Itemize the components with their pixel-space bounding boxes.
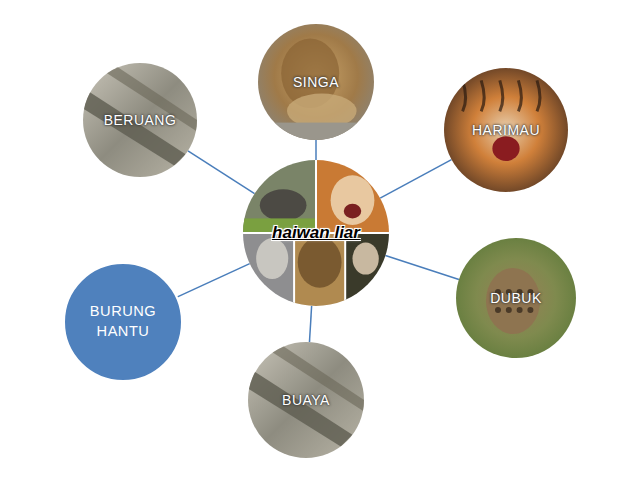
animal-photo-circle: BUAYA (248, 342, 364, 458)
connector-line (309, 306, 311, 342)
node-label: DUBUK (490, 289, 542, 308)
node-label: HARIMAU (472, 121, 540, 140)
connector-line (177, 264, 249, 297)
connector-line (380, 160, 451, 199)
node-label: BURUNG HANTU (75, 302, 171, 341)
connector-line (188, 151, 255, 194)
node-label: BUAYA (282, 391, 330, 410)
hub-circle: haiwan liar (243, 160, 389, 306)
animal-photo-circle: SINGA (258, 24, 374, 140)
node-label: haiwan liar (272, 222, 360, 245)
node-label: BERUANG (104, 111, 177, 130)
circle-shape (63, 262, 183, 382)
connector-line (315, 140, 317, 160)
animal-photo-circle: BERUANG (83, 63, 197, 177)
node-label: SINGA (293, 73, 339, 92)
animal-photo-circle: DUBUK (456, 238, 576, 358)
category-circle: BURUNG HANTU (63, 262, 183, 382)
animal-photo-circle: HARIMAU (444, 68, 568, 192)
connector-line (385, 256, 459, 280)
